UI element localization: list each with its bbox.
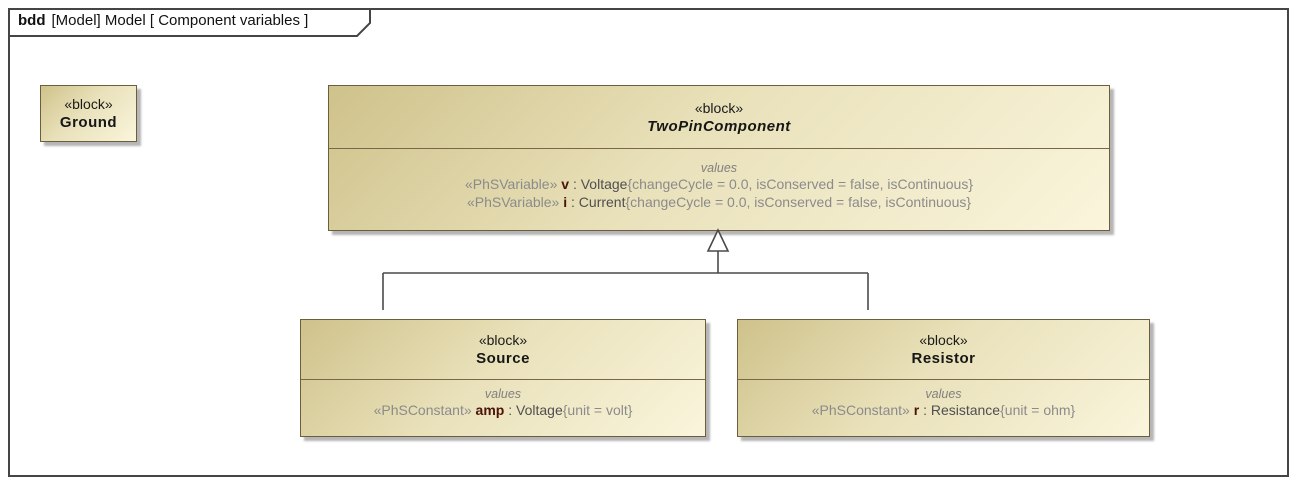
value-type: : Resistance <box>923 402 1001 418</box>
block-twopincomponent[interactable]: «block» TwoPinComponent values «PhSVaria… <box>328 85 1110 231</box>
value-name: r <box>913 402 920 418</box>
block-resistor[interactable]: «block» Resistor values «PhSConstant» r … <box>737 319 1150 437</box>
compartment-label: values <box>700 161 738 175</box>
block-name: TwoPinComponent <box>647 117 791 135</box>
value-stereotype: «PhSConstant» <box>811 402 910 418</box>
value-constraints: {changeCycle = 0.0, isConserved = false,… <box>627 176 973 192</box>
value-property-v: «PhSVariable» v : Voltage{changeCycle = … <box>329 176 1109 194</box>
value-constraints: {unit = volt} <box>562 402 633 418</box>
value-property-i: «PhSVariable» i : Current{changeCycle = … <box>329 194 1109 212</box>
frame-diagram-kind: bdd <box>18 12 46 29</box>
frame-title-text: [Model] Model [ Component variables ] <box>51 12 309 29</box>
value-name: v <box>561 176 570 192</box>
block-name: Source <box>476 350 530 367</box>
values-compartment: values «PhSConstant» amp : Voltage{unit … <box>301 379 705 436</box>
block-stereotype: «block» <box>694 99 744 116</box>
frame-title: bdd [Model] Model [ Component variables ] <box>18 12 308 29</box>
value-property-r: «PhSConstant» r : Resistance{unit = ohm} <box>738 402 1149 420</box>
block-source-header: «block» Source <box>301 320 705 379</box>
value-constraints: {unit = ohm} <box>1000 402 1076 418</box>
value-property-amp: «PhSConstant» amp : Voltage{unit = volt} <box>301 402 705 420</box>
value-name: i <box>563 193 568 210</box>
values-compartment: values «PhSVariable» v : Voltage{changeC… <box>329 148 1109 230</box>
block-stereotype: «block» <box>64 96 113 112</box>
values-compartment: values «PhSConstant» r : Resistance{unit… <box>738 379 1149 436</box>
compartment-label: values <box>484 387 522 401</box>
block-source[interactable]: «block» Source values «PhSConstant» amp … <box>300 319 706 437</box>
block-twopincomponent-header: «block» TwoPinComponent <box>329 86 1109 148</box>
frame-tab-pentagon <box>8 8 371 37</box>
diagram-frame: bdd [Model] Model [ Component variables ]… <box>8 8 1289 477</box>
frame-tab: bdd [Model] Model [ Component variables ] <box>8 8 380 38</box>
value-stereotype: «PhSVariable» <box>465 176 558 192</box>
value-stereotype: «PhSConstant» <box>373 402 472 418</box>
frame-tab-shape <box>8 8 371 37</box>
block-stereotype: «block» <box>478 332 528 348</box>
block-name: Ground <box>59 114 118 131</box>
block-stereotype: «block» <box>919 332 968 348</box>
value-constraints: {changeCycle = 0.0, isConserved = false,… <box>625 193 972 210</box>
block-ground[interactable]: «block» Ground <box>40 85 137 142</box>
value-type: : Voltage <box>572 176 628 192</box>
value-type: : Current <box>571 193 626 210</box>
value-name: amp <box>475 402 505 418</box>
value-stereotype: «PhSVariable» <box>466 193 560 210</box>
compartment-label: values <box>925 387 962 401</box>
block-name: Resistor <box>911 350 976 367</box>
block-ground-header: «block» Ground <box>41 86 136 141</box>
block-resistor-header: «block» Resistor <box>738 320 1149 379</box>
value-type: : Voltage <box>508 402 563 418</box>
